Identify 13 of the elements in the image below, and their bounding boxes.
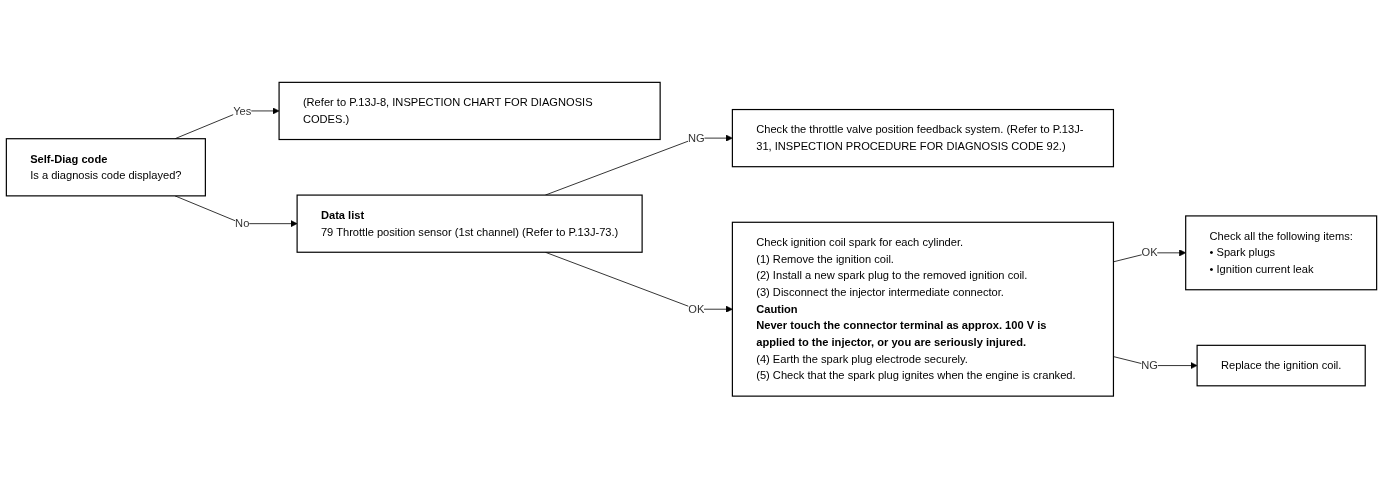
node-box: Check the throttle valve position feedback system. (Refer to P.13J-31, INSPECTION PROCEDURE FOR DIAGNOSIS CODE 92.) [731, 108, 1115, 168]
node-box: Check all the following items: • Spark plugs • Ignition current leak [1185, 215, 1378, 291]
edge-label: Yes [233, 103, 252, 117]
edge-label: NG [1141, 358, 1158, 372]
node-box: Self-Diag code Is a diagnosis code displayed? [5, 137, 206, 197]
node-box: Replace the ignition coil. [1196, 344, 1366, 387]
edge-label: OK [688, 302, 705, 315]
node-box: Check ignition coil spark for each cylinder. (1) Remove the ignition coil. (2) Install a new spark plug to the removed ignition coil. (3) Disconnect the injector intermediate connector. Caution Never touch the connector terminal as approx. 100 V is applied to the injector, or you are seriously injured. (4) Earth the spark plug electrode securely. (5) Check that the spark plug ignites when the engine is cranked. [731, 221, 1115, 397]
edge-label: No [235, 216, 250, 230]
edge-label: OK [1141, 245, 1158, 259]
edge-label: NG [687, 131, 705, 144]
node-box: (Refer to P.13J-8, INSPECTION CHART FOR DIAGNOSIS CODES.) [278, 81, 661, 140]
node-box: Data list 79 Throttle position sensor (1st channel) (Refer to P.13J-73.) [296, 194, 643, 253]
